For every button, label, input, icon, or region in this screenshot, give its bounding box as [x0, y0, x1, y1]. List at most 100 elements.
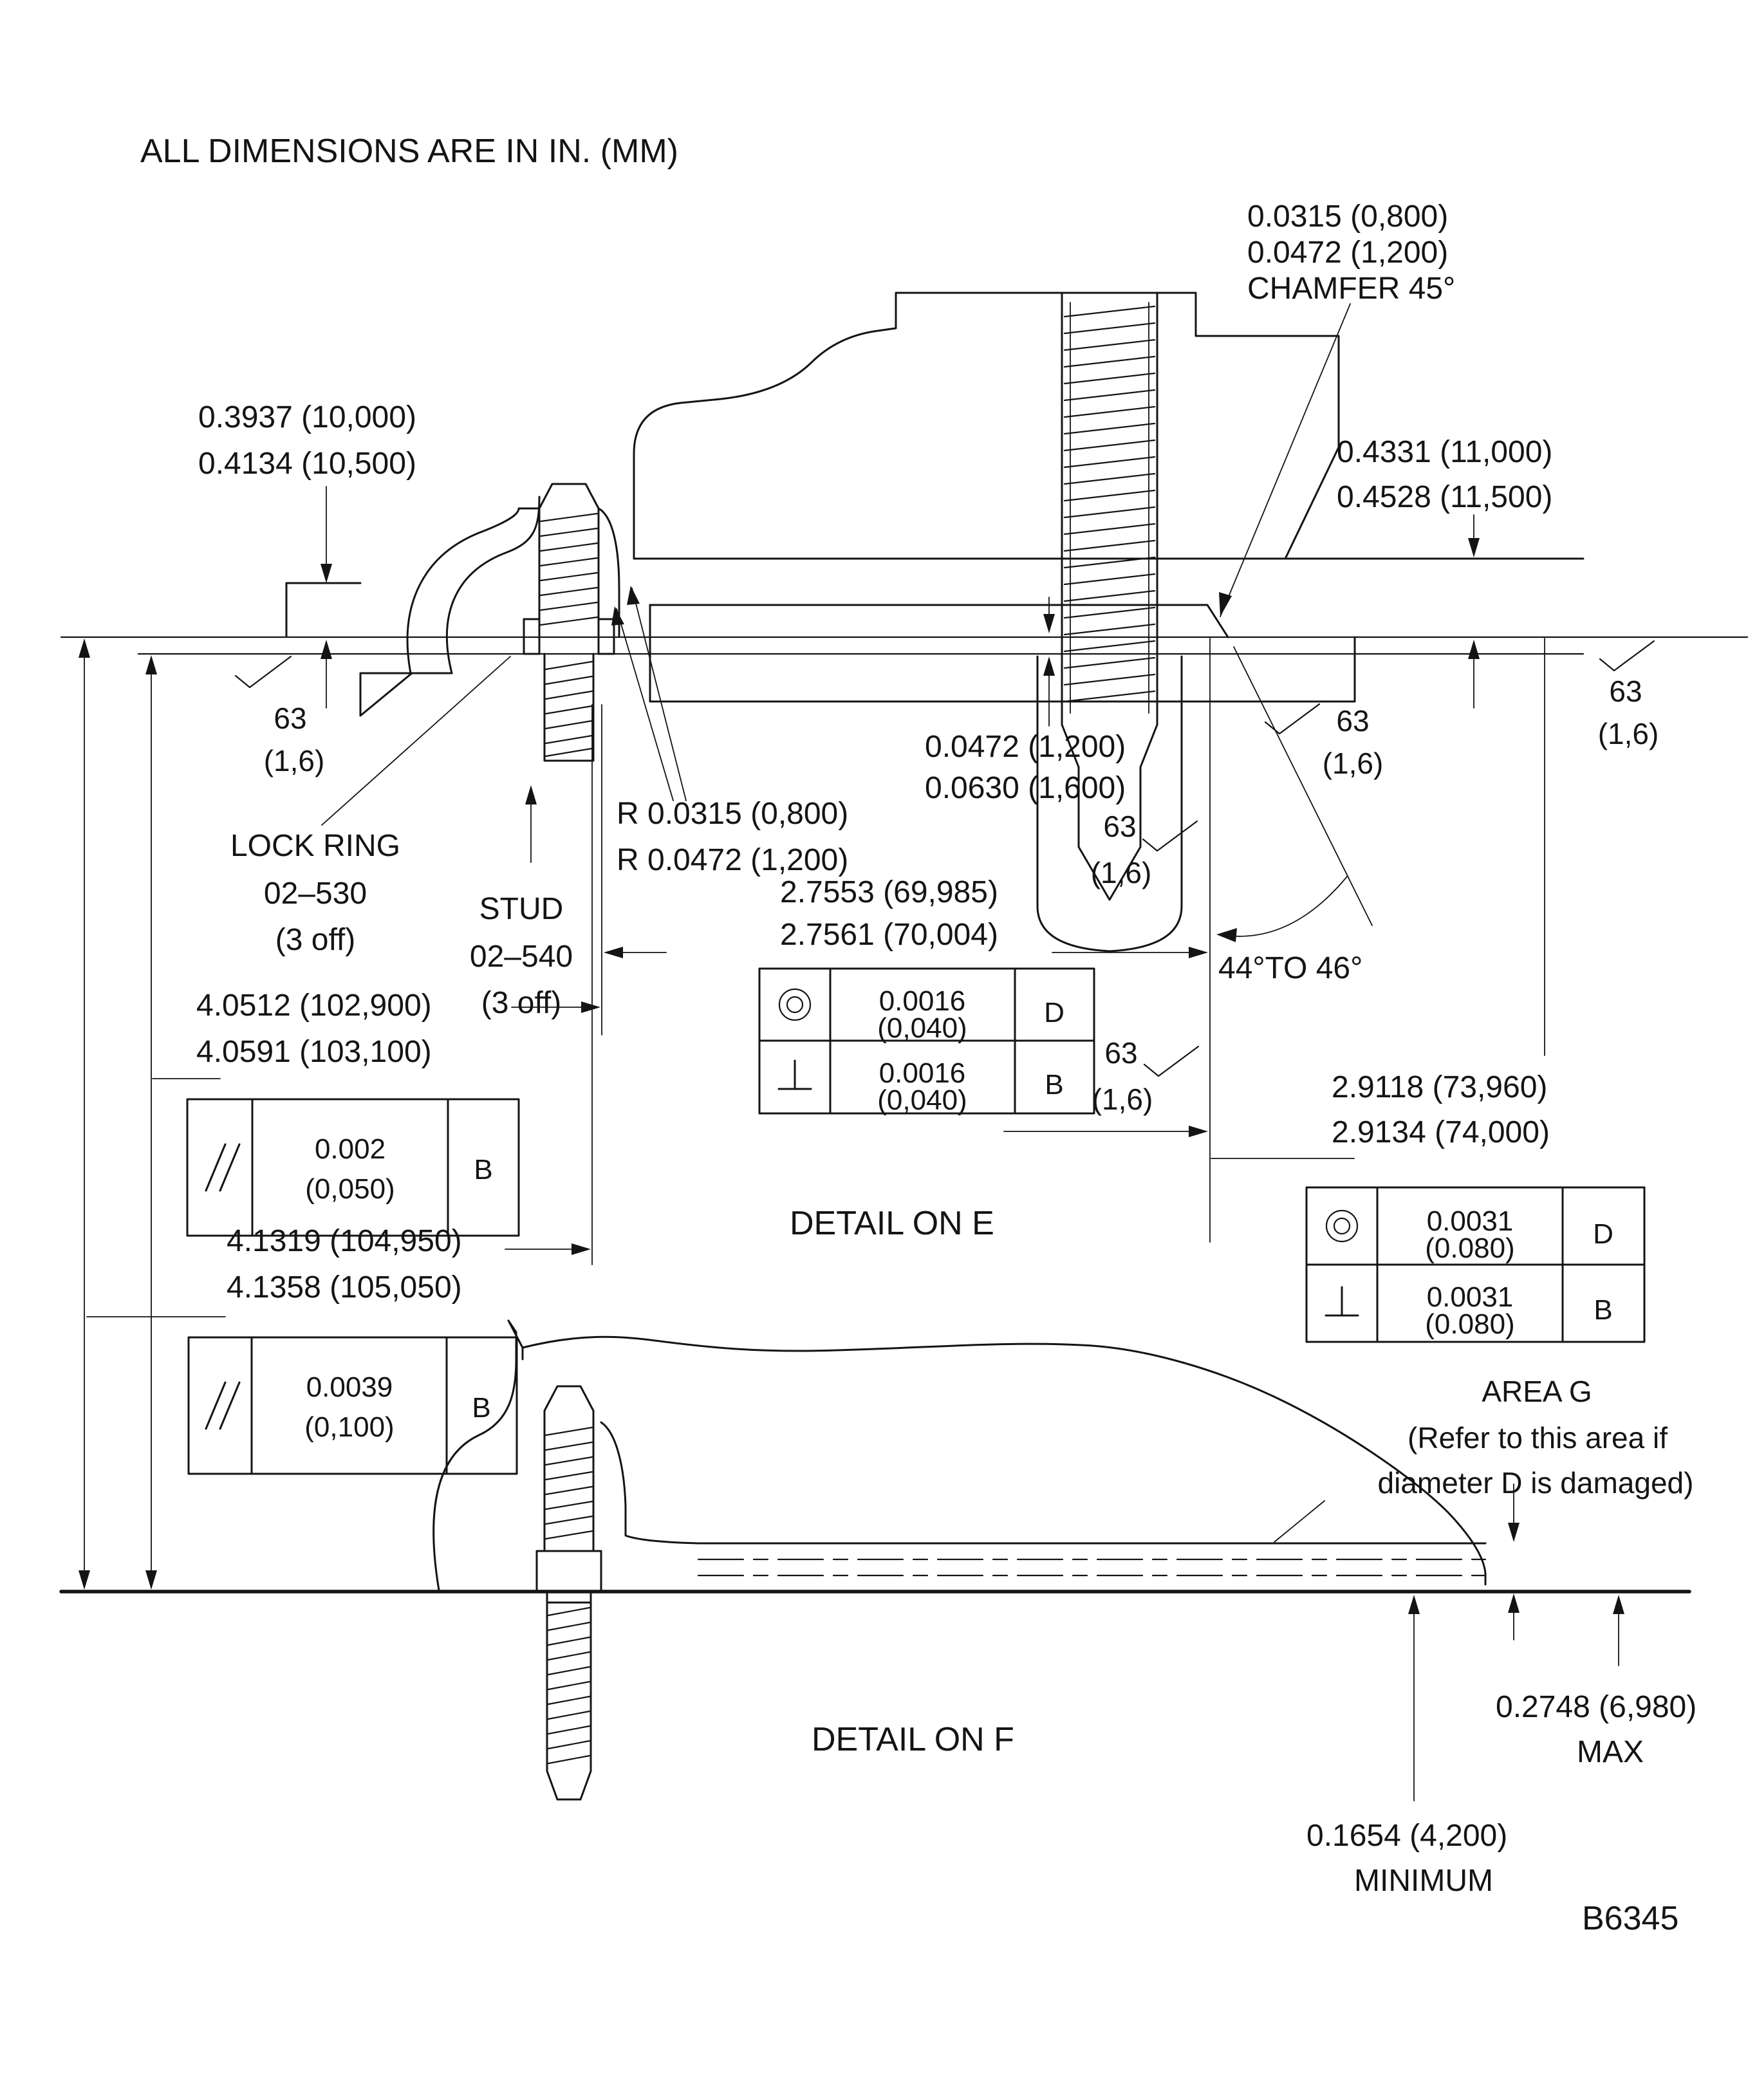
stud-e-lower-hatch	[544, 660, 593, 757]
finish-value: 63	[1103, 810, 1136, 843]
bore-thread-hatch	[1063, 305, 1156, 703]
finish-check-icon	[234, 655, 292, 689]
finish-metric: (1,6)	[1323, 747, 1384, 780]
right-depth-arrow-up	[1468, 640, 1480, 659]
concentricity-icon-inner	[1333, 1217, 1351, 1235]
radius-leaders	[616, 588, 687, 801]
finish-check-icon	[1143, 1045, 1200, 1077]
fcf-dividers	[758, 967, 1095, 1115]
left-depth-arrow-up	[321, 640, 332, 659]
finish-metric: (1,6)	[264, 744, 325, 777]
finish-value: 63	[1336, 704, 1369, 738]
chamfer-dim-line1: 0.0315 (0,800)	[1247, 200, 1448, 234]
parallelism-icon	[205, 1381, 241, 1430]
finish-value: 63	[1609, 674, 1642, 708]
fcf-tolerance-mm: (0,040)	[877, 1012, 967, 1044]
lock-ring-left	[523, 618, 541, 655]
fcf-tolerance-mm: (0,100)	[304, 1411, 394, 1443]
step-dim-line1: 0.0472 (1,200)	[925, 730, 1126, 764]
hub-outer-arrow	[572, 1243, 591, 1255]
concentricity-icon-inner	[786, 996, 804, 1014]
hub-inner-dia-line2: 4.0591 (103,100)	[196, 1035, 432, 1069]
fcf-combo-f: 0.0031 (0.080) D 0.0031 (0.080) B	[1305, 1186, 1646, 1343]
step-arrow-up	[1043, 656, 1055, 676]
stud-f	[535, 1385, 602, 1801]
finish-mark-bore-lower: 63 (1,6)	[1092, 1036, 1200, 1116]
detail-f-annotations: AREA G (Refer to this area if diameter D…	[812, 1375, 1697, 1898]
lock-ring-line2: 02–530	[264, 877, 367, 911]
bore-dim-line1: 2.7553 (69,985)	[780, 875, 998, 909]
detail-e-annotations: 0.0315 (0,800) 0.0472 (1,200) CHAMFER 45…	[79, 200, 1552, 1590]
fcf-datum: D	[1593, 1218, 1613, 1250]
left-recess-ledge	[285, 582, 362, 637]
lock-ring-line3: (3 off)	[275, 923, 356, 957]
band-arrow-up	[1508, 1594, 1520, 1613]
finish-mark-chamfer: 63 (1,6)	[1264, 703, 1384, 780]
finish-metric: (1,6)	[1092, 1083, 1153, 1116]
finish-mark-bore-upper: 63 (1,6)	[1091, 810, 1198, 889]
stud-e	[523, 483, 615, 762]
finish-value: 63	[274, 702, 306, 735]
fcf-tolerance: 0.002	[315, 1133, 386, 1165]
stud-label-line2: 02–540	[470, 940, 573, 974]
fcf-dividers	[251, 1098, 449, 1237]
fcf-tolerance: 0.0016	[879, 985, 966, 1017]
angle-reference-line	[1233, 646, 1373, 926]
fcf-tolerance-mm: (0,040)	[877, 1084, 967, 1116]
max-arrow-up	[1613, 1595, 1624, 1614]
stud-f-collar	[535, 1550, 602, 1592]
chamfer-dim-line2: 0.0472 (1,200)	[1247, 236, 1448, 270]
angle-label: 44°TO 46°	[1218, 951, 1362, 985]
fcf-tolerance: 0.0031	[1427, 1205, 1514, 1237]
finish-value: 63	[1104, 1036, 1137, 1070]
angle-arc-arrowhead	[1216, 928, 1237, 942]
bore-dim-line2: 2.7561 (70,004)	[780, 918, 998, 952]
surface-finish-marks: 63 (1,6) 63 (1,6) 63 (1,6) 63 (1,6) 63 (…	[234, 640, 1659, 1116]
fcf-parallel-f: 0.0039 (0,100) B	[187, 1336, 518, 1475]
min-dim-line1: 0.1654 (4,200)	[1306, 1819, 1507, 1853]
lock-ring-right	[597, 618, 615, 655]
area-g-line3: diameter D is damaged)	[1378, 1466, 1694, 1500]
dimensions-note: ALL DIMENSIONS ARE IN IN. (MM)	[140, 133, 678, 170]
left-depth-arrow-down	[321, 564, 332, 583]
max-dim-line1: 0.2748 (6,980)	[1496, 1690, 1697, 1724]
fcf-tolerance-mm: (0.080)	[1425, 1232, 1514, 1264]
fcf-datum: D	[1044, 997, 1064, 1028]
stud-arrow-up	[525, 785, 537, 804]
detail-f-title: DETAIL ON F	[812, 1721, 1014, 1758]
right-depth-line2: 0.4528 (11,500)	[1337, 480, 1552, 514]
radius-line2: R 0.0472 (1,200)	[617, 843, 848, 877]
detail-e-title: DETAIL ON E	[790, 1205, 994, 1242]
hub-inner-dia-line1: 4.0512 (102,900)	[196, 989, 432, 1023]
stud-label-line1: STUD	[479, 892, 564, 926]
radius-arrowhead-2	[627, 586, 640, 605]
fcf-dividers	[250, 1336, 448, 1475]
angle-arc	[1222, 876, 1348, 937]
detail-e-geometry	[60, 292, 1749, 1265]
left-depth-line2: 0.4134 (10,500)	[198, 447, 416, 481]
radius-line1: R 0.0315 (0,800)	[617, 797, 848, 831]
hub-right-profile	[600, 1421, 700, 1545]
arm-inner-curve	[446, 496, 541, 674]
step-dim-line2: 0.0630 (1,600)	[925, 771, 1126, 805]
detail-f-geometry	[59, 1319, 1691, 1801]
chamfer-leader-arrowhead	[1219, 592, 1232, 617]
concentricity-icon	[1325, 1209, 1359, 1243]
perpendicularity-icon	[777, 1059, 812, 1090]
band-arrow-down	[1508, 1523, 1520, 1542]
fcf-combo-e: 0.0016 (0,040) D 0.0016 (0,040) B	[758, 967, 1095, 1116]
drum-outline	[521, 1335, 1487, 1586]
finish-mark-left: 63 (1,6)	[234, 655, 325, 777]
stud-f-thread-hatch	[544, 1426, 593, 1540]
right-depth-line1: 0.4331 (11,000)	[1337, 435, 1552, 469]
finish-check-icon	[1142, 820, 1198, 852]
drawing-number: B6345	[1582, 1900, 1678, 1937]
fcf-tolerance: 0.0016	[879, 1057, 966, 1089]
fcf-dividers	[1305, 1186, 1646, 1343]
drum-seat-and-chamfer	[649, 604, 1229, 638]
bore-bottom	[1061, 723, 1158, 901]
fcf-tolerance-mm: (0,050)	[305, 1173, 395, 1205]
min-arrow-up	[1408, 1595, 1420, 1614]
chamfer-leader	[1220, 303, 1351, 617]
